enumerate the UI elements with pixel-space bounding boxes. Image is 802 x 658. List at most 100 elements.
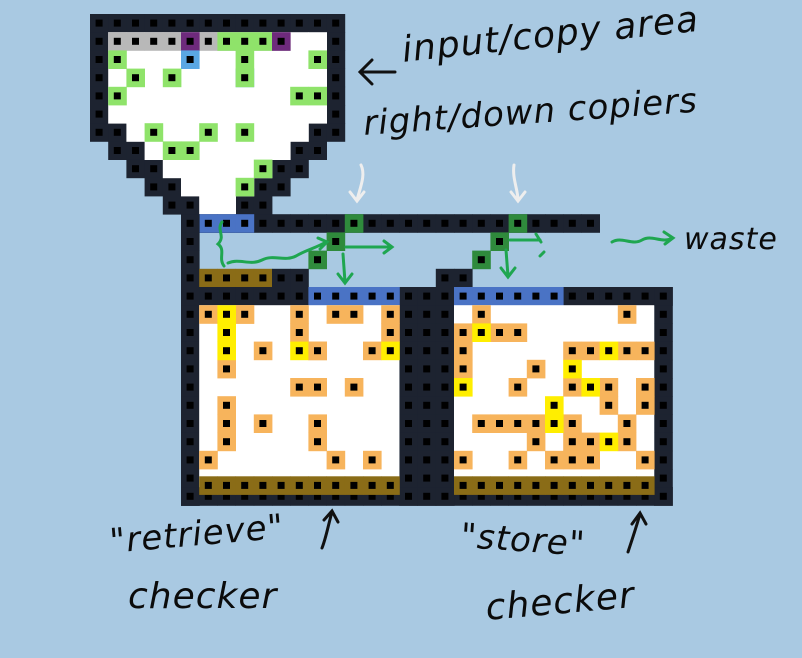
retrieve-orange-cell <box>253 341 273 361</box>
wall-cell <box>181 268 200 288</box>
wall-cell <box>108 123 127 142</box>
gold-cell <box>581 476 600 495</box>
wall-cell <box>181 432 200 452</box>
input-area-cell <box>162 86 182 106</box>
retrieve-orange-cell <box>199 305 218 324</box>
wall-cell <box>563 287 582 306</box>
store-yellow-cell <box>545 414 564 433</box>
live-cell <box>235 123 255 142</box>
input-area-cell <box>217 123 236 142</box>
store-orange-cell <box>472 414 491 433</box>
wall-cell <box>454 214 473 233</box>
input-area-cell <box>253 50 273 69</box>
wall-cell <box>326 50 346 69</box>
store-orange-cell <box>490 323 509 342</box>
store-orange-cell <box>563 341 582 361</box>
retrieve-orange-cell <box>217 396 236 415</box>
copier-cell <box>308 250 327 270</box>
wall-cell <box>90 105 109 124</box>
wall-cell <box>454 268 473 288</box>
wall-cell <box>181 250 200 270</box>
input-area-cell <box>253 123 273 142</box>
input-area-cell <box>235 141 255 160</box>
wall-cell <box>399 323 418 342</box>
retrieve-orange-cell <box>253 414 273 433</box>
store-orange-cell <box>599 396 619 415</box>
wall-cell <box>526 214 546 233</box>
blue-cell <box>454 287 473 306</box>
retrieve-yellow-cell <box>217 323 236 342</box>
input-area-cell <box>235 105 255 124</box>
live-cell <box>253 159 273 179</box>
wall-cell <box>654 341 673 361</box>
copier-cell <box>344 214 364 233</box>
wall-cell <box>399 214 418 233</box>
input-area-cell <box>126 86 145 106</box>
input-area-cell <box>253 141 273 160</box>
wall-cell <box>435 341 455 361</box>
copy-row-cell <box>126 32 145 51</box>
wall-cell <box>417 450 437 470</box>
wall-cell <box>181 359 200 379</box>
wall-cell <box>272 159 291 179</box>
wall-cell <box>417 487 437 506</box>
live-cell <box>308 50 327 69</box>
live-cell <box>290 86 309 106</box>
wall-cell <box>417 414 437 433</box>
input-area-cell <box>199 159 218 179</box>
store-orange-cell <box>545 450 564 470</box>
retrieve-orange-cell <box>290 378 309 397</box>
wall-cell <box>217 287 236 306</box>
live-cell <box>235 32 255 51</box>
store-orange-cell <box>526 414 546 433</box>
blue-cell <box>308 287 327 306</box>
wall-cell <box>272 14 291 33</box>
wall-cell <box>90 68 109 88</box>
input-area-cell <box>144 86 164 106</box>
wall-cell <box>217 14 236 33</box>
input-area-cell <box>235 159 255 179</box>
retrieve-orange-cell <box>381 323 400 342</box>
retrieve-orange-cell <box>217 432 236 452</box>
input-area-cell <box>290 123 309 142</box>
retrieve-orange-cell <box>290 323 309 342</box>
input-area-cell <box>181 123 200 142</box>
wall-cell <box>326 68 346 88</box>
wall-cell <box>199 14 218 33</box>
wall-cell <box>399 432 418 452</box>
blue-cell <box>344 287 364 306</box>
retrieve-yellow-cell <box>217 305 236 324</box>
retrieve-yellow-cell <box>381 341 400 361</box>
wall-cell <box>617 287 637 306</box>
blue-cell <box>326 287 346 306</box>
wall-cell <box>326 32 346 51</box>
wall-cell <box>290 214 309 233</box>
gold-cell <box>617 476 637 495</box>
wall-cell <box>435 287 455 306</box>
gold-cell <box>490 476 509 495</box>
arrow-up-icon <box>626 510 648 554</box>
arrow-up-icon <box>320 508 340 550</box>
gold-cell <box>545 476 564 495</box>
store-orange-cell <box>617 341 637 361</box>
wall-cell <box>490 214 509 233</box>
copy-row-cell <box>108 32 127 51</box>
gold-cell <box>381 476 400 495</box>
store-orange-cell <box>617 414 637 433</box>
wall-cell <box>636 287 655 306</box>
wall-cell <box>326 214 346 233</box>
input-area-cell <box>199 196 218 215</box>
wall-cell <box>435 305 455 324</box>
retrieve-orange-cell <box>363 341 382 361</box>
wall-cell <box>654 287 673 306</box>
store-orange-cell <box>454 450 473 470</box>
wall-cell <box>181 378 200 397</box>
wall-cell <box>290 14 309 33</box>
gold-cell <box>235 476 255 495</box>
wall-cell <box>399 341 418 361</box>
store-orange-cell <box>563 432 582 452</box>
wall-cell <box>581 214 600 233</box>
wall-cell <box>417 469 437 488</box>
